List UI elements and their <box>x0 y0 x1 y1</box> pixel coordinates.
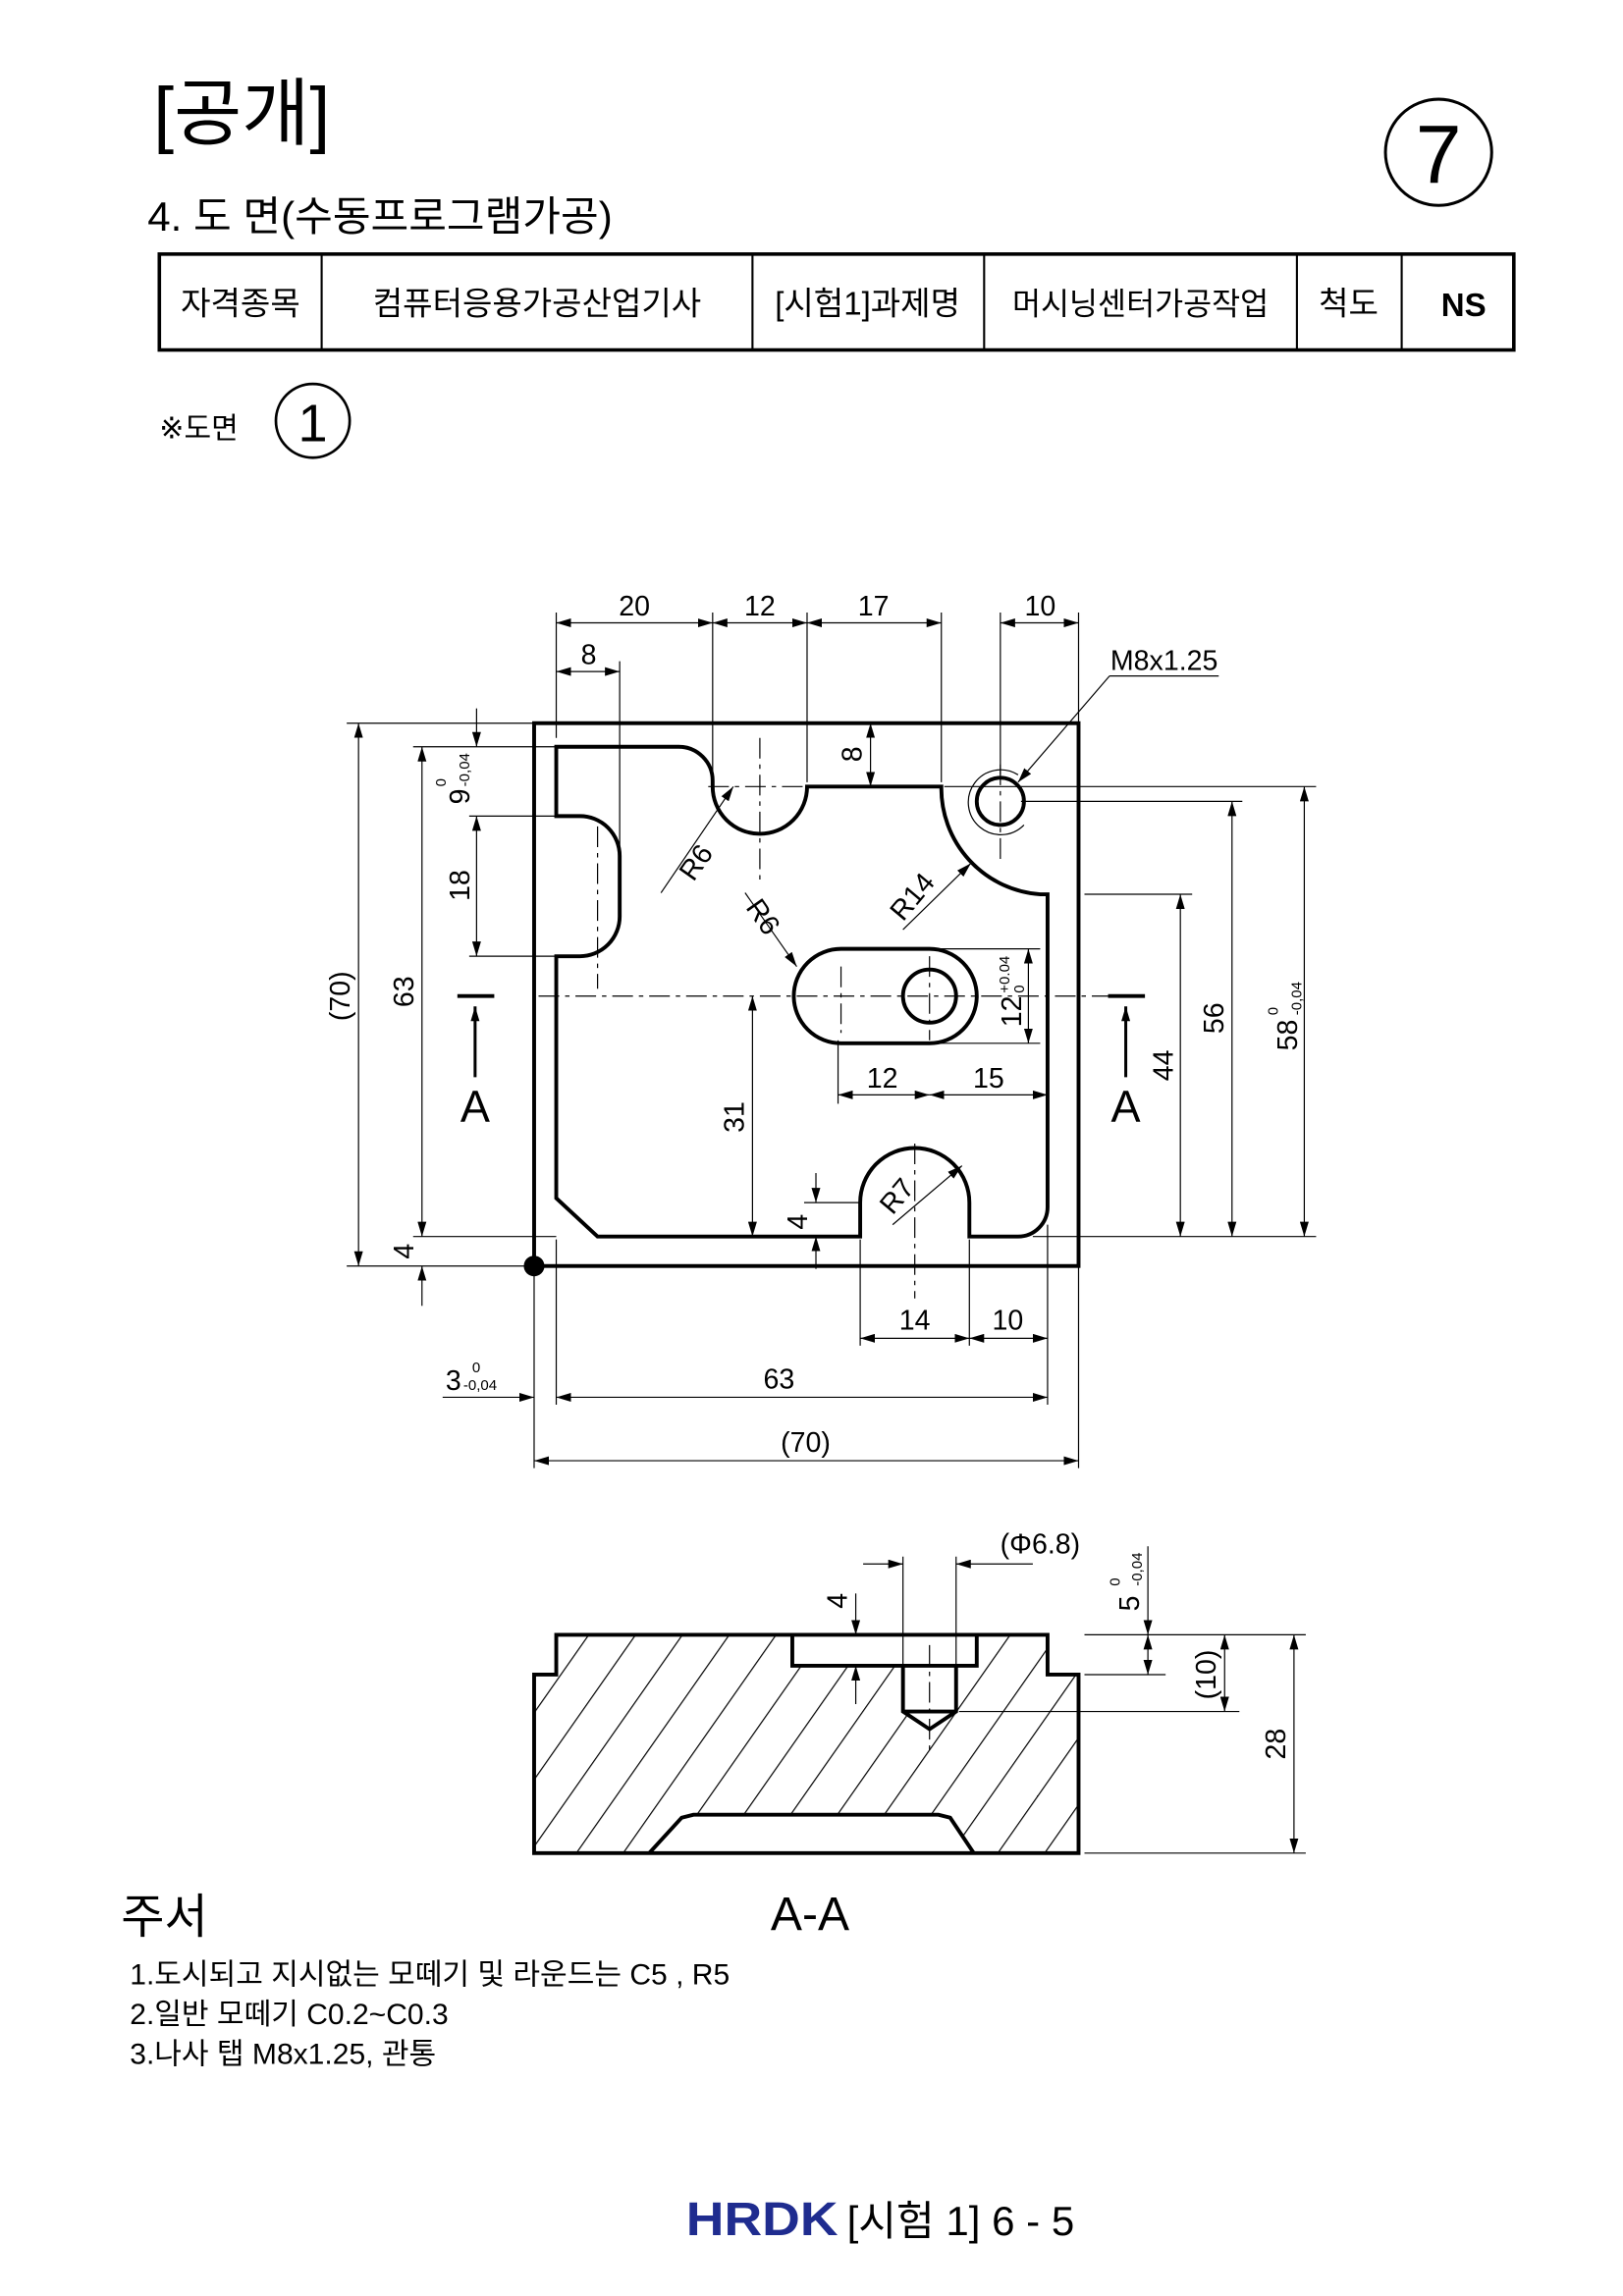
dim-31: 31 <box>719 1101 750 1133</box>
dim-10-top: 10 <box>1025 591 1056 622</box>
sheet-number-badge: 7 <box>1383 97 1493 207</box>
dim-12-slot-tol-upper: +0.04 <box>997 956 1013 993</box>
note-2: 2.일반 모떼기 C0.2~C0.3 <box>130 1999 448 2031</box>
dim-58-tol-upper: 0 <box>1265 1007 1281 1015</box>
thread-callout: M8x1.25 <box>1110 646 1218 677</box>
drawing-number-badge: 1 <box>274 382 352 459</box>
section-view: (Φ6.8) 4 5 0 -0,04 (10) 28 A-A <box>532 1529 1306 1941</box>
notes-title: 주서 <box>121 1891 207 1944</box>
cell-qualification-label: 자격종목 <box>181 286 300 322</box>
dim-15: 15 <box>973 1063 1004 1095</box>
dim-14: 14 <box>899 1305 931 1336</box>
dim-8-inner: 8 <box>838 746 869 762</box>
dim-12-slot: 12 <box>997 996 1028 1028</box>
dim-8-top: 8 <box>581 640 597 671</box>
dim-drill-dia: (Φ6.8) <box>1001 1529 1080 1561</box>
origin-mark <box>523 1255 545 1277</box>
section-hatch <box>533 1634 1079 1853</box>
dim-12-slot-tol-lower: 0 <box>1011 985 1028 992</box>
cell-task-value: 머시닝센터가공작업 <box>1012 286 1269 321</box>
dim-18-left: 18 <box>445 870 476 901</box>
dim-9-left: 9 <box>445 788 476 804</box>
radius-r6-top: R6 <box>674 839 720 886</box>
dim-4-left: 4 <box>389 1244 420 1259</box>
dim-58: 58 <box>1272 1020 1304 1051</box>
dim-12-slot-length: 12 <box>867 1063 898 1095</box>
cell-task-label: [시험1]과제명 <box>775 286 960 322</box>
cell-qualification-value: 컴퓨터응용가공산업기사 <box>373 286 701 322</box>
drawing-number: 1 <box>298 395 328 454</box>
sheet-number: 7 <box>1416 109 1462 201</box>
dim-56: 56 <box>1199 1002 1230 1034</box>
page-number: [시험 1] 6 - 5 <box>847 2198 1075 2244</box>
dim-58-tol-lower: -0,04 <box>1288 982 1305 1015</box>
radius-r7: R7 <box>874 1173 921 1221</box>
note-3: 3.나사 탭 M8x1.25, 관통 <box>130 2039 436 2071</box>
dim-3-bottom: 3 <box>446 1365 461 1397</box>
dim-63-left: 63 <box>389 976 420 1007</box>
dim-step: 5 <box>1114 1595 1146 1611</box>
dim-9-tol-lower: -0,04 <box>457 753 473 786</box>
hrdk-logo: HRDK <box>686 2193 839 2246</box>
cell-scale-value: NS <box>1441 288 1487 324</box>
dim-12-top: 12 <box>744 591 776 622</box>
dim-70-left: (70) <box>325 971 356 1021</box>
title-table: 자격종목 컴퓨터응용가공산업기사 [시험1]과제명 머시닝센터가공작업 척도 N… <box>157 252 1516 352</box>
dim-44: 44 <box>1149 1049 1180 1081</box>
dim-10-bottom: 10 <box>992 1305 1023 1336</box>
dim-70-bottom: (70) <box>781 1427 831 1459</box>
thread-arc <box>967 769 1025 835</box>
dim-20: 20 <box>619 591 650 622</box>
dim-height-28: 28 <box>1261 1729 1292 1760</box>
plan-view: A A 20 12 17 10 8 M8x1.25 <box>325 591 1317 1468</box>
dim-63-bottom: 63 <box>764 1363 795 1395</box>
part-profile <box>554 744 1050 1239</box>
note-1: 1.도시되고 지시없는 모떼기 및 라운드는 C5 , R5 <box>130 1959 730 1992</box>
section-marker-right: A <box>1111 1081 1141 1131</box>
dim-step-tol-lower: -0,04 <box>1129 1553 1146 1586</box>
dim-3-tol-upper: 0 <box>472 1360 480 1376</box>
stock-outline <box>532 721 1081 1268</box>
section-label: A-A <box>771 1888 849 1941</box>
section-title: 4. 도 면(수동프로그램가공) <box>147 193 612 240</box>
radius-r14: R14 <box>885 867 942 927</box>
dim-counterbore-depth: 4 <box>823 1593 854 1609</box>
drawing-label: ※도면 <box>159 413 238 446</box>
footer: HRDK [시험 1] 6 - 5 <box>686 2193 1075 2246</box>
dim-step-tol-upper: 0 <box>1108 1577 1124 1585</box>
dim-17: 17 <box>858 591 890 622</box>
radius-r6-slot: R6 <box>739 893 785 940</box>
dim-9-tol-upper: 0 <box>433 778 450 786</box>
section-marker-left: A <box>460 1081 490 1131</box>
disclosure-label: [공개] <box>153 73 330 155</box>
dim-3-tol-lower: -0,04 <box>463 1377 497 1394</box>
slot <box>791 946 979 1045</box>
notes: 주서 1.도시되고 지시없는 모떼기 및 라운드는 C5 , R5 2.일반 모… <box>121 1891 730 2071</box>
dim-4-inner: 4 <box>783 1214 814 1230</box>
dim-depth-10: (10) <box>1191 1650 1222 1700</box>
cell-scale-label: 척도 <box>1319 286 1379 322</box>
